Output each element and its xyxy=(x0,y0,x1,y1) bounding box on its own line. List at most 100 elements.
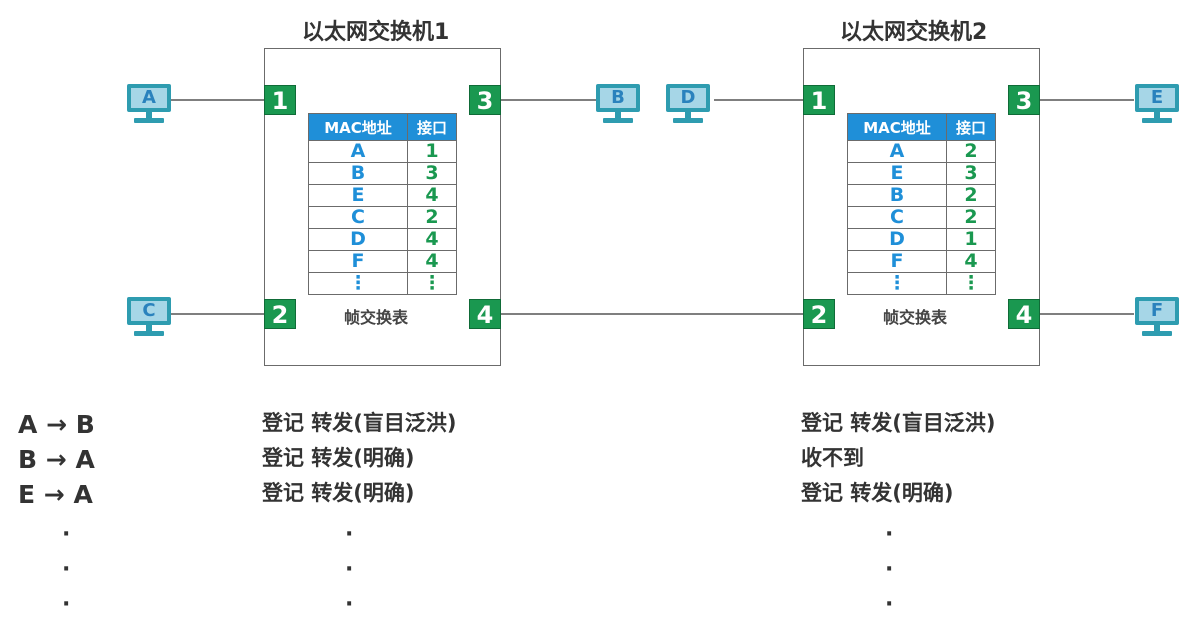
switch1-port-4: 4 xyxy=(469,299,501,329)
host-label: B xyxy=(600,88,636,108)
mac-cell: E xyxy=(847,162,947,185)
host-f: F xyxy=(1133,297,1181,339)
port-cell: 4 xyxy=(407,228,457,251)
host-b: B xyxy=(594,84,642,126)
switch2-action: 登记 转发(盲目泛洪) xyxy=(801,411,996,435)
ellipsis-dot: · xyxy=(885,557,894,582)
mac-cell: B xyxy=(847,184,947,207)
port-cell: 2 xyxy=(407,206,457,229)
host-e: E xyxy=(1133,84,1181,126)
port-header: 接口 xyxy=(407,113,457,141)
host-label: F xyxy=(1139,301,1175,321)
ellipsis-dot: · xyxy=(345,592,354,617)
port-cell: 4 xyxy=(946,250,996,273)
computer-icon: E xyxy=(1135,84,1179,112)
flow-src: A xyxy=(18,410,38,439)
mac-cell: A xyxy=(308,140,408,163)
switch1-port-1: 1 xyxy=(264,85,296,115)
port-cell: ⋮ xyxy=(946,272,996,295)
switch2-action: 登记 转发(明确) xyxy=(801,481,954,505)
flow-dst: B xyxy=(75,410,95,439)
computer-icon: D xyxy=(666,84,710,112)
ellipsis-dot: · xyxy=(62,592,71,617)
port-cell: 2 xyxy=(946,184,996,207)
ellipsis-dot: · xyxy=(62,522,71,547)
host-label: C xyxy=(131,301,167,321)
mac-cell: F xyxy=(847,250,947,273)
switch2-title: 以太网交换机2 xyxy=(840,20,988,45)
mac-cell: ⋮ xyxy=(308,272,408,295)
switch1-action: 登记 转发(明确) xyxy=(262,446,415,470)
mac-cell: F xyxy=(308,250,408,273)
switch2-port-1: 1 xyxy=(803,85,835,115)
port-cell: ⋮ xyxy=(407,272,457,295)
port-header: 接口 xyxy=(946,113,996,141)
flow-dst: A xyxy=(73,480,93,509)
port-cell: 1 xyxy=(946,228,996,251)
switch1-table-caption: 帧交换表 xyxy=(344,308,409,327)
mac-cell: ⋮ xyxy=(847,272,947,295)
mac-header: MAC地址 xyxy=(308,113,408,141)
ellipsis-dot: · xyxy=(885,592,894,617)
host-label: E xyxy=(1139,88,1175,108)
mac-cell: A xyxy=(847,140,947,163)
port-cell: 3 xyxy=(946,162,996,185)
switch2-port-3: 3 xyxy=(1008,85,1040,115)
mac-cell: C xyxy=(847,206,947,229)
switch2-port-4: 4 xyxy=(1008,299,1040,329)
switch1-port-3: 3 xyxy=(469,85,501,115)
flow-row: A → B xyxy=(18,408,95,442)
host-d: D xyxy=(664,84,712,126)
switch1-action: 登记 转发(盲目泛洪) xyxy=(262,411,457,435)
computer-icon: A xyxy=(127,84,171,112)
port-cell: 2 xyxy=(946,206,996,229)
flow-dst: A xyxy=(75,445,95,474)
mac-cell: B xyxy=(308,162,408,185)
computer-icon: B xyxy=(596,84,640,112)
ellipsis-dot: · xyxy=(62,557,71,582)
flow-row: E → A xyxy=(18,478,93,512)
flow-row: B → A xyxy=(18,443,95,477)
arrow-right-icon: → xyxy=(43,480,65,509)
mac-cell: E xyxy=(308,184,408,207)
switch2-table-caption: 帧交换表 xyxy=(883,308,948,327)
ellipsis-dot: · xyxy=(345,557,354,582)
flow-src: B xyxy=(18,445,38,474)
switch1-port-2: 2 xyxy=(264,299,296,329)
host-c: C xyxy=(125,297,173,339)
host-a: A xyxy=(125,84,173,126)
port-cell: 1 xyxy=(407,140,457,163)
computer-icon: C xyxy=(127,297,171,325)
mac-cell: C xyxy=(308,206,408,229)
port-cell: 2 xyxy=(946,140,996,163)
switch2-action: 收不到 xyxy=(801,446,864,470)
table-row: ⋮⋮ xyxy=(847,272,996,295)
switch1-action: 登记 转发(明确) xyxy=(262,481,415,505)
computer-icon: F xyxy=(1135,297,1179,325)
table-row: ⋮⋮ xyxy=(308,272,457,295)
port-cell: 4 xyxy=(407,184,457,207)
port-cell: 3 xyxy=(407,162,457,185)
mac-cell: D xyxy=(847,228,947,251)
ellipsis-dot: · xyxy=(345,522,354,547)
port-cell: 4 xyxy=(407,250,457,273)
mac-cell: D xyxy=(308,228,408,251)
mac-header: MAC地址 xyxy=(847,113,947,141)
arrow-right-icon: → xyxy=(45,445,67,474)
flow-src: E xyxy=(18,480,36,509)
